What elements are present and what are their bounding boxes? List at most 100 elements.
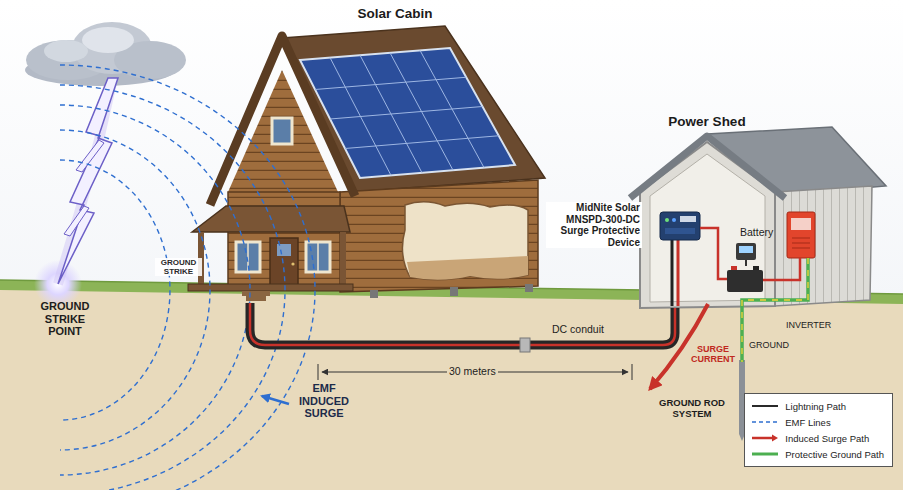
shed-equipment	[791, 218, 811, 230]
emf-lines	[60, 65, 315, 490]
solar-cabin	[340, 180, 538, 292]
cloud	[44, 40, 88, 62]
legend-row: Induced Surge Path	[751, 430, 884, 446]
solar-cabin	[246, 296, 266, 301]
legend-line	[752, 421, 778, 423]
legend-line	[752, 405, 778, 407]
shed-equipment	[672, 218, 676, 222]
dimension-line	[318, 364, 632, 380]
shed-equipment	[677, 240, 680, 306]
dimension-label: 30 meters	[447, 365, 498, 377]
cabin-node: Solar Cabin	[245, 6, 545, 303]
device-label: MidNite Solar MNSPD-300-DC Surge Protect…	[546, 202, 642, 248]
cloud	[25, 22, 186, 86]
shed-equipment	[792, 248, 810, 249]
power-shed	[630, 136, 785, 198]
shed-equipment	[736, 243, 756, 260]
node-title: Power Shed	[668, 114, 745, 130]
node-title: Solar Cabin	[357, 6, 432, 22]
strike-point-label: GROUND STRIKE POINT	[28, 300, 102, 338]
legend-text: Induced Surge Path	[785, 433, 869, 444]
conduit-wire	[250, 303, 675, 345]
shed-equipment	[660, 212, 815, 306]
lightning-bolt	[64, 206, 89, 236]
solar-panel-grid	[345, 136, 499, 149]
lightning-bolt	[58, 78, 118, 284]
shed-equipment	[753, 266, 759, 270]
solar-cabin	[291, 262, 294, 265]
legend-row: Lightning Path	[751, 398, 884, 414]
ground-rod-label: GROUND ROD SYSTEM	[652, 398, 732, 420]
solar-panel-grid	[330, 107, 483, 120]
ground-rod	[742, 258, 808, 362]
emf-lines	[60, 65, 315, 490]
emf-label: EMF INDUCED SURGE	[292, 382, 356, 420]
soil	[0, 286, 903, 490]
power-shed	[775, 186, 872, 306]
shed-equipment	[700, 228, 727, 279]
legend-text: EMF Lines	[785, 417, 830, 428]
solar-cabin	[317, 242, 319, 272]
soil	[0, 286, 903, 490]
surge-label: SURGE CURRENT	[690, 344, 736, 365]
solar-cabin	[300, 48, 515, 178]
legend-line	[752, 437, 773, 440]
solar-cabin	[370, 290, 378, 298]
inverter-label: INVERTER	[786, 320, 831, 330]
ground-rod	[742, 258, 808, 362]
ground-strike-label: GROUND STRIKE	[155, 258, 202, 276]
shed-equipment	[665, 228, 695, 234]
legend-line	[752, 453, 778, 456]
dimension-line	[318, 364, 319, 380]
shed-equipment	[660, 212, 700, 240]
shed-node: Power Shed	[632, 114, 782, 308]
solar-cabin	[402, 202, 528, 280]
emf-lines	[60, 130, 210, 450]
lightning-bolt	[76, 140, 104, 172]
shed-equipment	[671, 240, 674, 306]
legend-arrowhead	[772, 435, 778, 442]
cloud	[82, 27, 134, 53]
solar-cabin	[242, 291, 270, 296]
shed-equipment	[727, 270, 763, 292]
solar-cabin	[272, 118, 292, 144]
shed-equipment	[787, 212, 815, 258]
emf-arrow	[262, 396, 289, 404]
emf-lines	[60, 85, 285, 490]
legend-text: Protective Ground Path	[785, 449, 884, 460]
solar-panel-grid	[315, 50, 499, 175]
power-shed	[640, 142, 775, 308]
emf-lines	[60, 105, 250, 475]
solar-cabin	[188, 284, 353, 291]
legend-sample	[751, 449, 779, 459]
shed-equipment	[665, 218, 669, 222]
lightning-bolt	[34, 78, 118, 308]
shed-equipment	[792, 243, 810, 244]
legend-sample	[751, 401, 779, 411]
ground-label: GROUND	[749, 340, 789, 350]
solar-cabin	[188, 26, 545, 301]
legend-text: Lightning Path	[785, 401, 846, 412]
solar-panel-grid	[315, 77, 466, 89]
shed-equipment	[731, 266, 737, 270]
shed-equipment	[792, 238, 810, 239]
legend-sample	[751, 433, 779, 443]
emf-lines	[60, 160, 170, 420]
battery-label: Battery	[740, 226, 773, 238]
shed-equipment	[763, 258, 800, 280]
power-shed	[630, 127, 886, 308]
shed-equipment	[680, 216, 696, 222]
shed-equipment	[739, 246, 753, 253]
legend-sample	[751, 417, 779, 427]
conduit-coupler	[520, 338, 530, 352]
dc-conduit	[250, 303, 675, 345]
solar-cabin	[210, 36, 355, 205]
emf-arrow	[262, 396, 289, 404]
edge-label: DC conduit	[550, 323, 606, 335]
solar-cabin	[525, 284, 533, 292]
shed-equipment	[745, 260, 747, 266]
legend-box: Lightning PathEMF LinesInduced Surge Pat…	[744, 393, 893, 467]
solar-cabin	[407, 256, 528, 280]
dimension-line	[632, 364, 633, 380]
